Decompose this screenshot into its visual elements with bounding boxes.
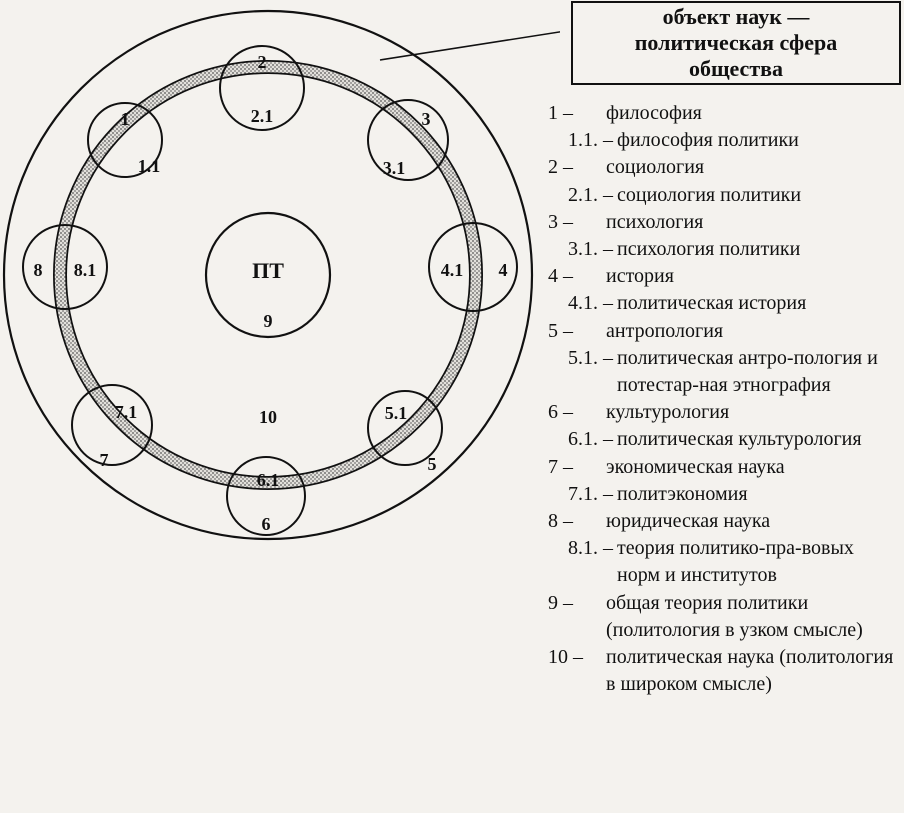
legend-text: психология политики: [617, 238, 801, 261]
legend-text: социология политики: [617, 183, 802, 206]
legend-item: 1.1. –философия политики: [548, 127, 898, 154]
satellite-5-outer: 5: [428, 454, 437, 474]
satellite-8-inner: 8.1: [74, 260, 97, 280]
legend-item: 5 – антропология: [548, 318, 898, 345]
satellite-1: 1 1.1: [87, 102, 163, 178]
satellite-6: 6.1 6: [226, 456, 306, 536]
legend-item: 7 – экономическая наука: [548, 454, 898, 481]
legend-item: 5.1. –политическая антро-пология и потес…: [548, 345, 898, 399]
legend-text: философия политики: [617, 129, 799, 152]
satellite-8-outer: 8: [34, 260, 43, 280]
legend-item: 8 – юридическая наука: [548, 508, 898, 535]
legend-text: политическая наука (политология в широко…: [606, 646, 894, 696]
legend-item: 2.1. –социология политики: [548, 182, 898, 209]
legend-item: 4.1. –политическая история: [548, 290, 898, 317]
legend-code: 8.1. –: [568, 537, 613, 560]
center-number: 9: [264, 311, 273, 331]
legend-code: 8 –: [548, 510, 573, 533]
legend-text: политэкономия: [617, 482, 748, 505]
satellite-7-outer: 7: [100, 450, 109, 470]
satellite-6-inner: 6.1: [257, 470, 280, 490]
legend-text: история: [606, 265, 674, 288]
legend-code: 10 –: [548, 646, 583, 669]
satellite-7-inner: 7.1: [115, 402, 138, 422]
legend-item: 7.1. –политэкономия: [548, 481, 898, 508]
legend-code: 5 –: [548, 319, 573, 342]
satellite-1-outer: 1: [121, 109, 130, 129]
satellite-2-outer: 2: [258, 52, 267, 72]
legend-code: 3.1. –: [568, 238, 613, 261]
legend-text: социология: [606, 156, 705, 179]
satellite-5-inner: 5.1: [385, 403, 408, 423]
legend-text: юридическая наука: [606, 510, 771, 533]
object-callout-box: объект наук — политическая сфера обществ…: [571, 1, 901, 85]
legend-code: 6.1. –: [568, 428, 613, 451]
legend-text: общая теория политики (политология в узк…: [606, 591, 863, 641]
satellite-2: 2 2.1: [219, 45, 305, 131]
legend-text: антропология: [606, 319, 724, 342]
legend-code: 7 –: [548, 455, 573, 478]
legend-text: политическая история: [617, 292, 807, 315]
center-circle: [204, 211, 332, 339]
legend-text: психология: [606, 210, 704, 233]
legend-code: 4 –: [548, 265, 573, 288]
satellite-5: 5.1 5: [367, 390, 443, 474]
object-callout-text: объект наук — политическая сфера обществ…: [635, 4, 838, 82]
legend-code: 1 –: [548, 102, 573, 124]
legend-text: политическая культурология: [617, 428, 862, 451]
legend-item: 1 – философия: [548, 100, 898, 127]
legend-code: 7.1. –: [568, 482, 613, 505]
legend-code: 5.1. –: [568, 346, 613, 369]
legend-code: 9 –: [548, 591, 573, 614]
legend-text: культурология: [606, 401, 730, 424]
object-callout-line-3: общества: [688, 56, 784, 81]
satellite-7: 7.1 7: [71, 384, 153, 470]
outer-circle: [2, 9, 534, 541]
legend-code: 1.1. –: [568, 129, 613, 152]
political-sphere-ring-fill: [54, 61, 482, 489]
legend-code: 3 –: [548, 210, 573, 233]
satellite-1-inner: 1.1: [138, 156, 161, 176]
satellite-3-inner: 3.1: [383, 158, 406, 178]
object-callout-line-2: политическая сфера: [634, 30, 838, 55]
satellite-8: 8 8.1: [22, 224, 108, 310]
legend-code: 6 –: [548, 401, 573, 424]
diagram-canvas: ПТ 9 10 1 1.1 2 2.1 3 3.1 4.1 4 5.1 5 6.…: [2, 9, 560, 541]
legend-item: 10 – политическая наука (политология в ши…: [548, 644, 898, 698]
center-label: ПТ: [252, 258, 284, 283]
legend-item: 3.1. –психология политики: [548, 236, 898, 263]
legend-code: 2 –: [548, 156, 573, 179]
legend-item: 4 – история: [548, 263, 898, 290]
satellite-2-inner: 2.1: [251, 106, 274, 126]
legend-item: 9 – общая теория политики (политология в …: [548, 590, 898, 644]
callout-leader-line: [379, 31, 560, 61]
object-callout-line-1: объект наук —: [662, 4, 810, 29]
legend-item: 6.1. –политическая культурология: [548, 426, 898, 453]
legend-text: экономическая наука: [606, 455, 785, 478]
satellite-3-outer: 3: [422, 109, 431, 129]
satellite-4: 4.1 4: [428, 222, 518, 312]
legend-text: теория политико-пра-вовых норм и институ…: [617, 537, 854, 587]
legend-text: философия: [606, 102, 702, 124]
legend-item: 6 – культурология: [548, 399, 898, 426]
legend-code: 2.1. –: [568, 183, 613, 206]
legend-item: 3 – психология: [548, 209, 898, 236]
legend-text: политическая антро-пология и потестар-на…: [617, 346, 878, 397]
legend-item: 2 – социология: [548, 154, 898, 181]
satellite-3: 3 3.1: [367, 99, 449, 181]
satellite-6-outer: 6: [262, 514, 271, 534]
satellite-4-outer: 4: [499, 260, 508, 280]
legend-code: 4.1. –: [568, 292, 613, 315]
satellite-4-inner: 4.1: [441, 260, 464, 280]
legend-item: 8.1. –теория политико-пра-вовых норм и и…: [548, 535, 898, 589]
field-number: 10: [259, 407, 277, 427]
